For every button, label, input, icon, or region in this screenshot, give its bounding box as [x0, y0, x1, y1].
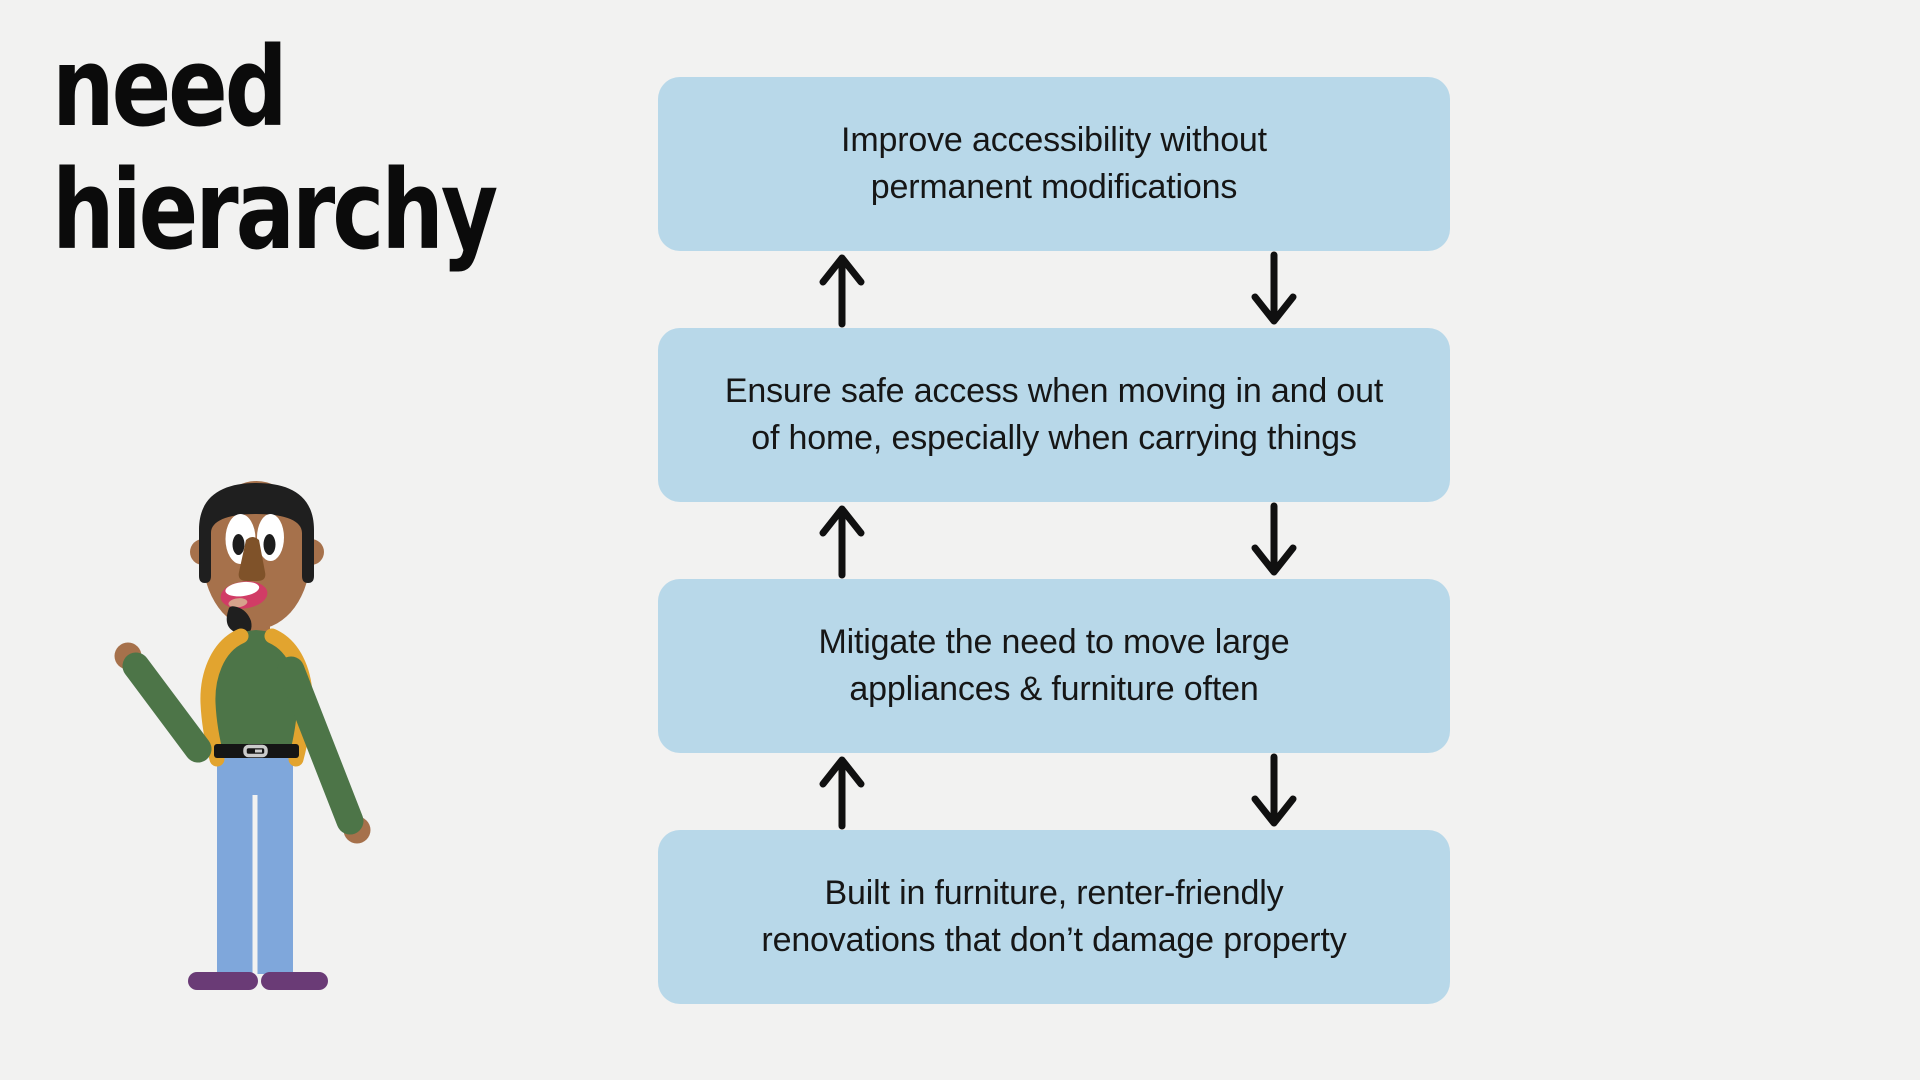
leg-left	[217, 778, 253, 974]
arm-left-raised	[122, 652, 212, 763]
flow-box-3: Mitigate the need to move large applianc…	[658, 579, 1450, 753]
person-illustration	[114, 481, 371, 990]
connector-2-3	[0, 502, 1920, 579]
connector-1-2	[0, 251, 1920, 328]
flow-box-4: Built in furniture, renter-friendly reno…	[658, 830, 1450, 1004]
mouth	[220, 581, 268, 609]
up-arrow-icon	[819, 756, 865, 830]
nose	[238, 537, 266, 581]
shoe-left	[188, 972, 258, 990]
hair	[199, 483, 314, 583]
vest-strap-left	[200, 628, 249, 767]
arm-right	[277, 656, 364, 835]
body-group	[114, 628, 371, 990]
down-arrow-icon	[1251, 502, 1297, 576]
teeth	[225, 581, 260, 597]
shoe-right	[261, 972, 328, 990]
pupil-left	[232, 534, 245, 555]
leg-right	[257, 778, 293, 974]
up-arrow-icon	[819, 505, 865, 579]
belt-buckle	[243, 744, 268, 758]
down-arrow-icon	[1251, 251, 1297, 325]
pupil-right	[263, 534, 276, 555]
goatee	[226, 606, 252, 635]
tongue	[228, 598, 248, 608]
connector-3-4	[0, 753, 1920, 830]
flow-box-2: Ensure safe access when moving in and ou…	[658, 328, 1450, 502]
down-arrow-icon	[1251, 753, 1297, 827]
up-arrow-icon	[819, 254, 865, 328]
page-title: need hierarchy	[52, 23, 498, 275]
flow-box-1: Improve accessibility without permanent …	[658, 77, 1450, 251]
